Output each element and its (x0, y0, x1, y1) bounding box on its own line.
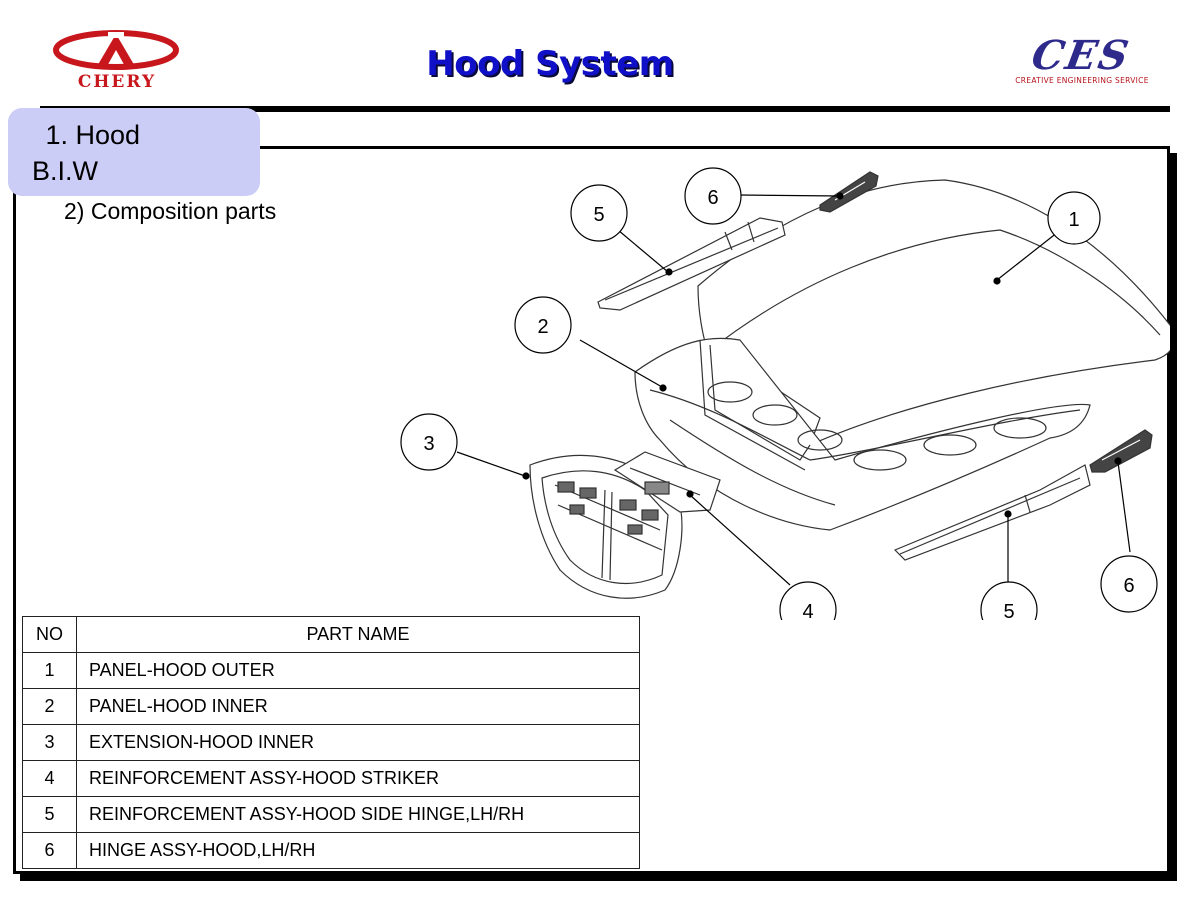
ces-logo: CES CREATIVE ENGINEERING SERVICE (1000, 32, 1160, 91)
hood-hinge-lower-drawing (1089, 429, 1153, 473)
row-part-name: EXTENSION-HOOD INNER (76, 724, 640, 761)
content-frame (13, 146, 1170, 874)
callout-6-lower: 6 (1100, 555, 1158, 613)
hood-inner-panel-drawing (634, 337, 1091, 531)
row-part-name: REINFORCEMENT ASSY-HOOD STRIKER (76, 760, 640, 797)
parts-table: NO PART NAME 1 PANEL-HOOD OUTER 2 PANEL-… (22, 616, 640, 869)
header-no: NO (22, 616, 77, 653)
table-row: 5 REINFORCEMENT ASSY-HOOD SIDE HINGE,LH/… (22, 796, 640, 833)
header-divider (40, 106, 1170, 112)
section-tab (8, 108, 260, 196)
side-hinge-reinforcement-upper-drawing (597, 217, 786, 311)
row-no: 6 (22, 832, 77, 869)
section-title-continued: B.I.W (32, 156, 98, 186)
callout-5-upper-label: 5 (593, 204, 604, 226)
chery-logo-text: CHERY (77, 72, 157, 92)
table-row: 6 HINGE ASSY-HOOD,LH/RH (22, 832, 640, 869)
table-row: 2 PANEL-HOOD INNER (22, 688, 640, 725)
callout-5-upper: 5 (570, 184, 628, 242)
callout-3-label: 3 (423, 433, 434, 455)
row-no: 2 (22, 688, 77, 725)
table-row: 3 EXTENSION-HOOD INNER (22, 724, 640, 761)
table-row: 4 REINFORCEMENT ASSY-HOOD STRIKER (22, 760, 640, 797)
row-part-name: PANEL-HOOD OUTER (76, 652, 640, 689)
ces-logo-subtitle: CREATIVE ENGINEERING SERVICE (1015, 76, 1149, 85)
callout-3: 3 (400, 413, 458, 471)
ces-logo-mark: CES (1028, 32, 1134, 79)
row-no: 5 (22, 796, 77, 833)
leader-lines (456, 192, 1131, 586)
callout-4: 4 (779, 581, 837, 620)
callout-1: 1 (1047, 191, 1101, 245)
callout-6-upper-label: 6 (707, 187, 718, 209)
callout-6-lower-label: 6 (1123, 575, 1134, 597)
callout-5-lower-label: 5 (1003, 601, 1014, 620)
hood-striker-reinforcement-drawing (613, 451, 721, 513)
callout-1-label: 1 (1068, 209, 1079, 231)
row-no: 3 (22, 724, 77, 761)
chery-logo: CHERY (48, 28, 184, 92)
extension-hood-inner-drawing (529, 454, 683, 599)
callout-2-label: 2 (537, 316, 548, 338)
row-part-name: PANEL-HOOD INNER (76, 688, 640, 725)
side-hinge-reinforcement-lower-drawing (893, 464, 1091, 561)
callout-4-label: 4 (802, 601, 813, 620)
row-no: 1 (22, 652, 77, 689)
header-part-name: PART NAME (76, 616, 640, 653)
hood-exploded-diagram: 1 2 3 4 5 5 6 6 (400, 167, 1170, 620)
page-title: Hood System (426, 44, 674, 84)
callout-6-upper: 6 (684, 167, 742, 225)
chery-emblem-icon (53, 30, 179, 70)
table-row: 1 PANEL-HOOD OUTER (22, 652, 640, 689)
row-part-name: HINGE ASSY-HOOD,LH/RH (76, 832, 640, 869)
table-header-row: NO PART NAME (22, 616, 640, 653)
section-title: 1. Hood (38, 120, 141, 150)
callout-5-lower: 5 (980, 581, 1038, 620)
callout-2: 2 (514, 296, 572, 354)
row-no: 4 (22, 760, 77, 797)
row-part-name: REINFORCEMENT ASSY-HOOD SIDE HINGE,LH/RH (76, 796, 640, 833)
section-subheading: 2) Composition parts (64, 198, 277, 224)
